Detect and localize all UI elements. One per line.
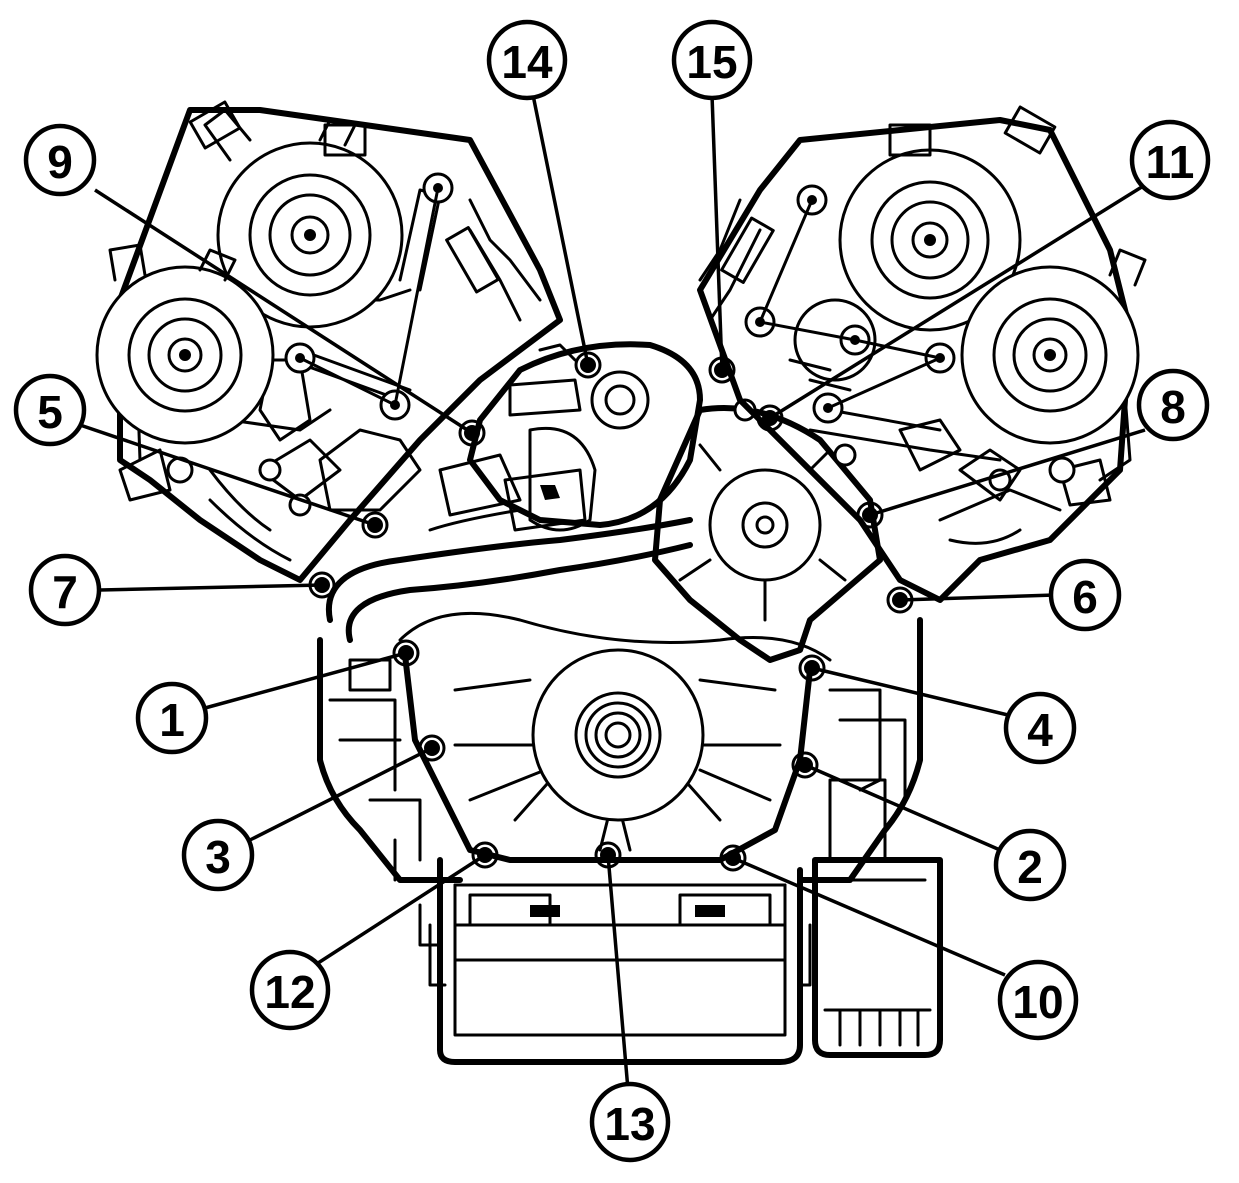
callouts: 1 2 3 4 5 6 7 8 [13,19,1211,1163]
leader-6 [899,593,1056,602]
right-lower-cam-actuator [960,248,1147,445]
right-upper-cam-actuator [838,105,1057,332]
leader-8 [869,428,1146,517]
leader-7 [99,583,323,592]
callout-6: 6 [1048,558,1122,632]
callout-14-label: 14 [501,36,553,88]
callout-4-label: 4 [1027,704,1053,756]
oil-pan [418,857,812,1065]
callout-8-label: 8 [1160,381,1186,433]
callout-11-label: 11 [1146,136,1195,188]
callout-1: 1 [135,681,209,755]
leader-13 [606,854,630,1091]
bolt-3 [418,734,446,762]
bolt-1 [392,639,420,667]
oil-filter [812,857,943,1058]
leader-5 [79,423,376,527]
callout-5: 5 [13,373,87,447]
callout-2: 2 [993,828,1067,902]
left-timing-idlers [284,172,454,421]
bolt-12 [471,841,499,869]
leader-lines [79,94,1146,1091]
callout-12: 12 [249,949,331,1031]
leader-9 [94,188,473,435]
leader-2 [804,763,1001,852]
callout-3: 3 [181,818,255,892]
callout-13: 13 [589,1081,671,1163]
callout-15-label: 15 [686,36,737,88]
callout-10: 10 [997,959,1079,1041]
callout-10-label: 10 [1012,976,1063,1028]
leader-12 [314,853,486,967]
callout-1-label: 1 [159,694,185,746]
water-pump [652,398,883,663]
callout-9: 9 [23,123,97,197]
leader-4 [811,666,1009,717]
leader-15 [710,94,724,371]
callout-11: 11 [1129,119,1211,201]
leader-10 [732,856,1006,977]
thermostat-housing [438,341,703,532]
callout-14: 14 [486,19,568,101]
leader-14 [531,94,590,366]
engine-illustration [95,100,1147,1065]
callout-9-label: 9 [47,136,73,188]
callout-12-label: 12 [264,966,315,1018]
left-upper-cam-actuator [188,100,404,329]
callout-3-label: 3 [205,831,231,883]
callout-6-label: 6 [1072,571,1098,623]
crankshaft-balancer [453,648,782,852]
leader-11 [769,183,1146,420]
callout-4: 4 [1003,691,1077,765]
callout-2-label: 2 [1017,841,1043,893]
callout-7-label: 7 [52,566,78,618]
leader-1 [204,651,407,710]
bolt-8 [856,501,884,529]
left-lower-cam-actuator [95,243,275,445]
callout-5-label: 5 [37,386,63,438]
callout-7: 7 [28,553,102,627]
right-timing-idlers [744,184,956,424]
callout-13-label: 13 [604,1098,655,1150]
callout-15: 15 [671,19,753,101]
coolant-tube [325,508,693,643]
callout-8: 8 [1136,368,1210,442]
leader-3 [249,746,433,842]
